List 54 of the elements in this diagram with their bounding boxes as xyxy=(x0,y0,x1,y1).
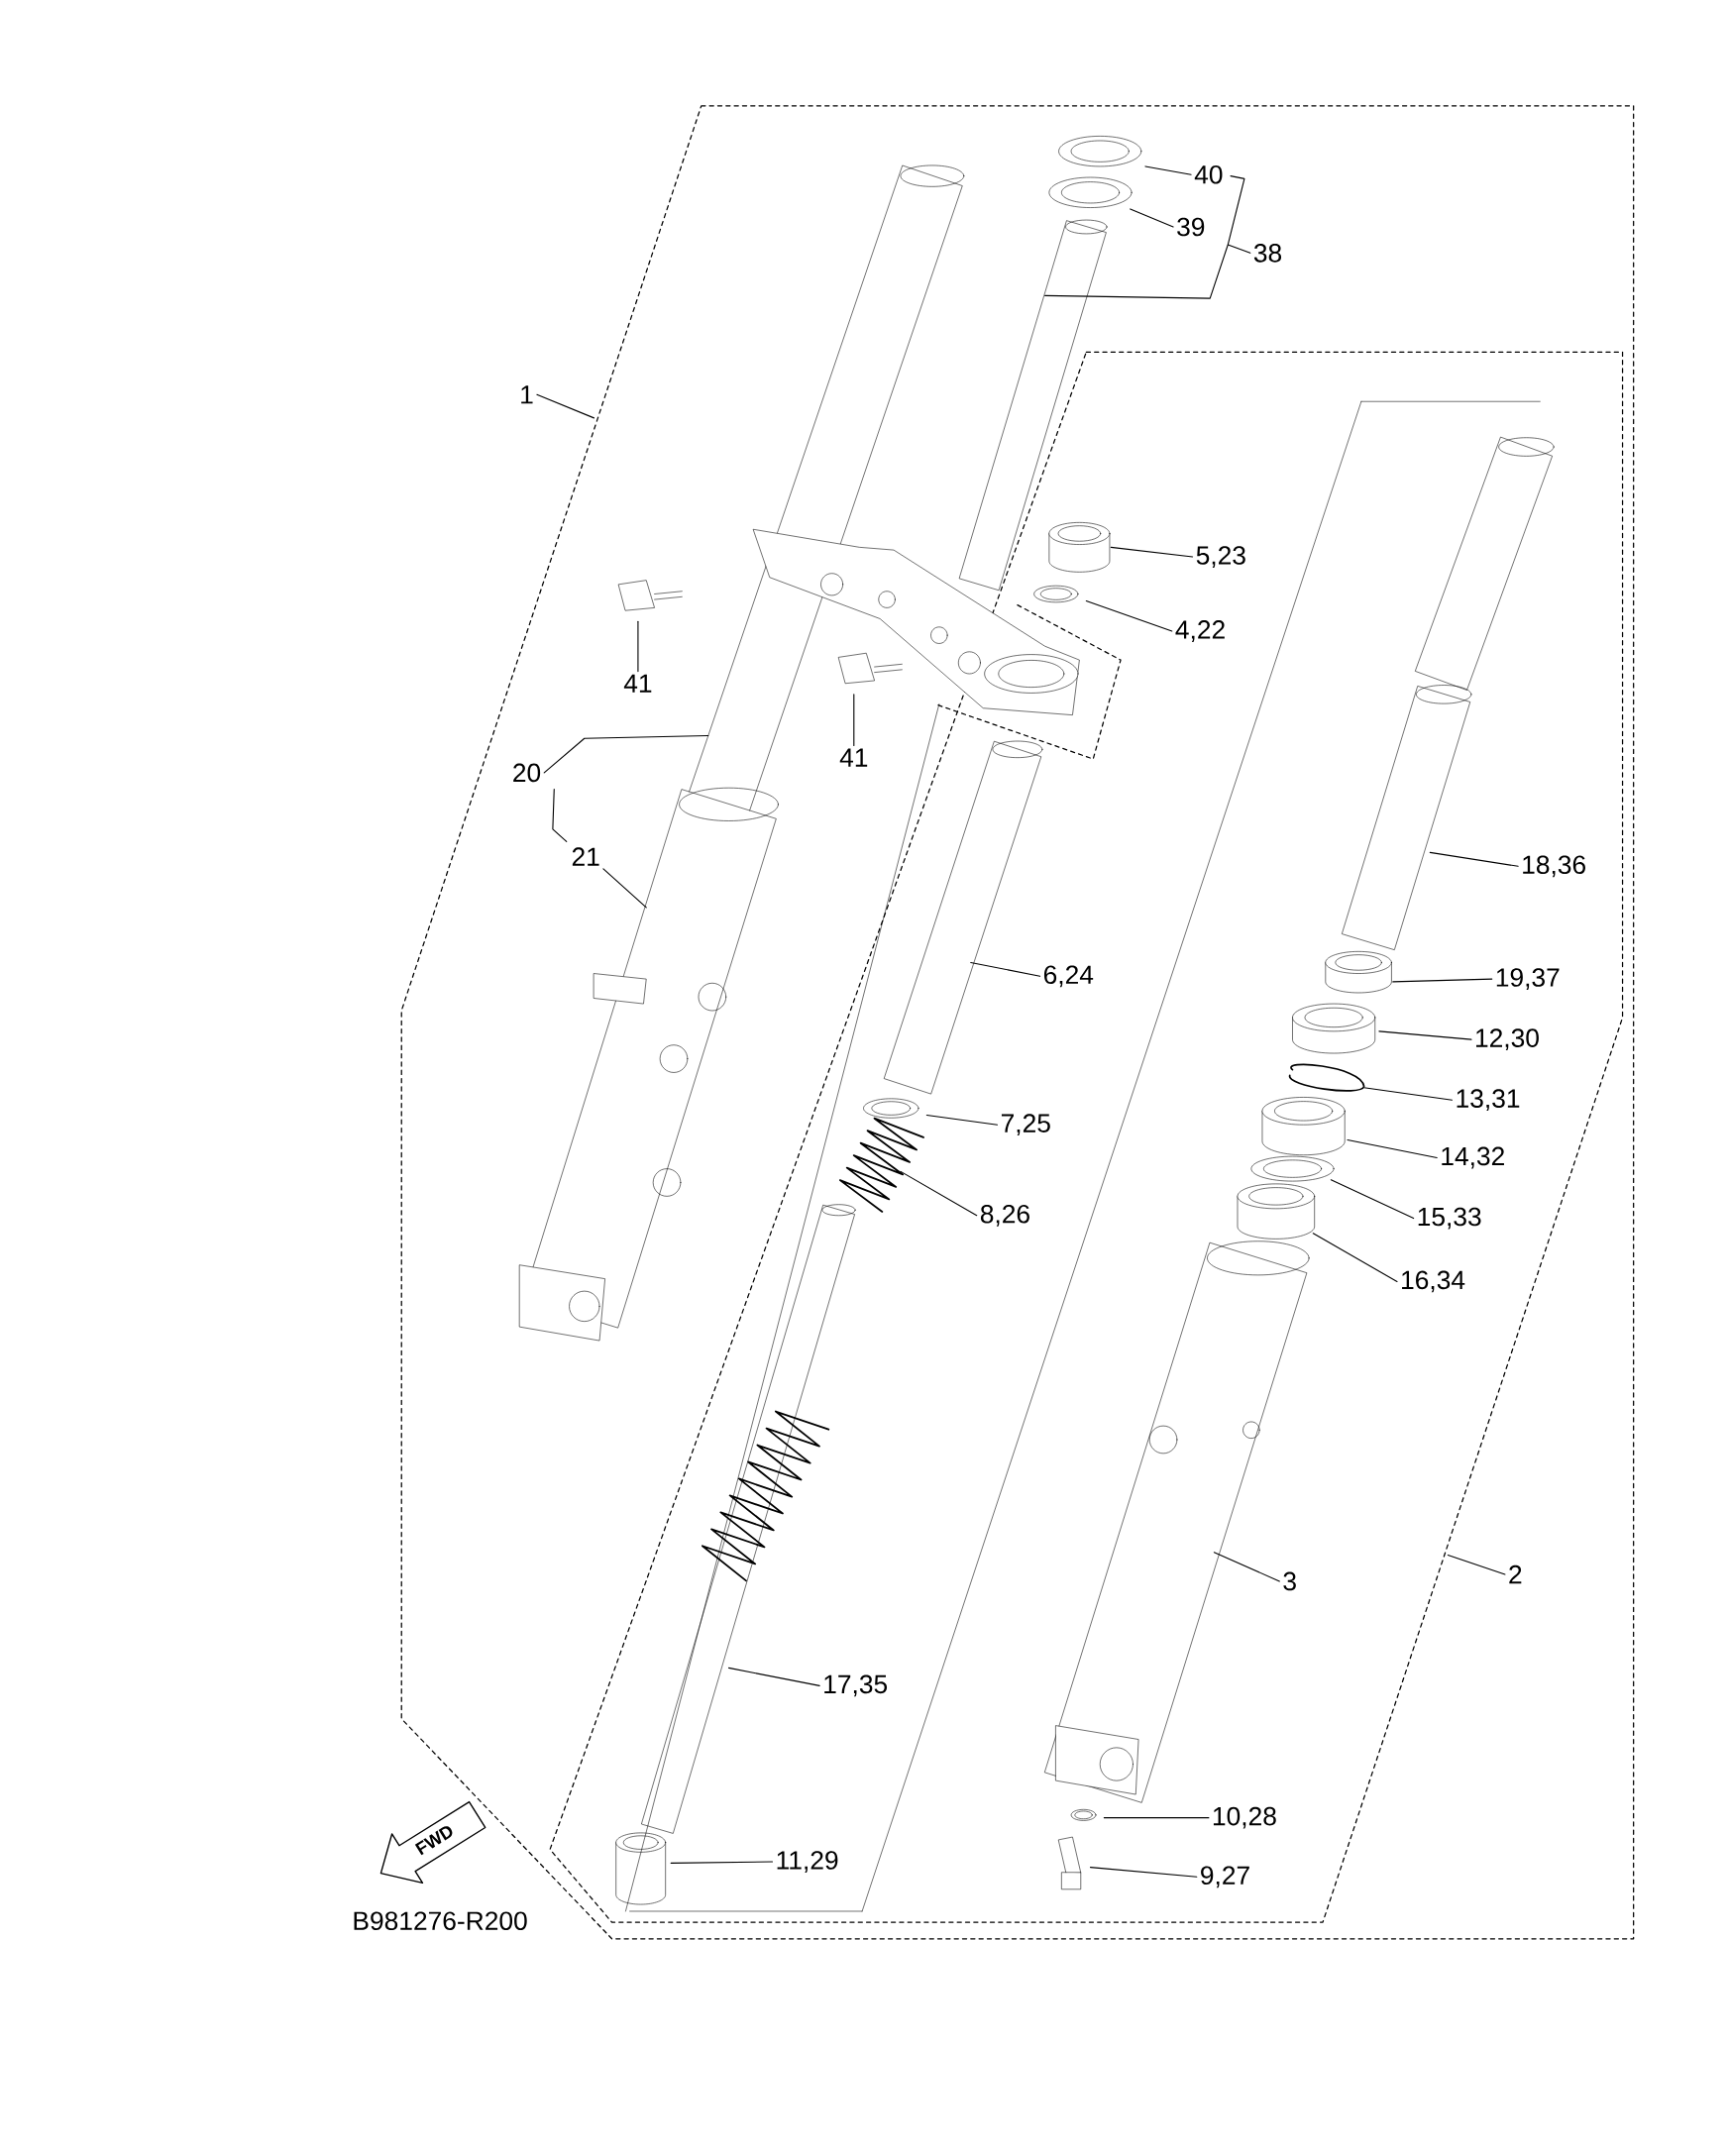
callout-number: 10,28 xyxy=(1213,1806,1276,1829)
callout-number: 41 xyxy=(623,674,652,693)
leader-line xyxy=(1347,1138,1438,1159)
callout-number: 20 xyxy=(513,763,540,783)
leader-line xyxy=(1110,546,1193,558)
callout-number: 6,24 xyxy=(1043,965,1093,988)
leader-line xyxy=(1213,1552,1280,1582)
leader-line xyxy=(1130,208,1174,228)
leader-line xyxy=(1330,1179,1415,1220)
callout-number: 15,33 xyxy=(1418,1207,1481,1230)
leader-line xyxy=(637,620,639,673)
leader-line xyxy=(970,961,1040,977)
leader-line xyxy=(925,1114,998,1126)
drawing-code: B981276-R200 xyxy=(354,1911,527,1931)
leader-line xyxy=(1089,1867,1198,1878)
leader-line xyxy=(1144,165,1192,175)
callout-number: 14,32 xyxy=(1442,1146,1504,1169)
callout-number: 13,31 xyxy=(1457,1089,1520,1112)
callout-number: 11,29 xyxy=(777,1851,838,1873)
callout-number: 5,23 xyxy=(1196,546,1245,568)
leader-line xyxy=(1362,1087,1453,1101)
leader-line xyxy=(1043,175,1251,299)
callout-number: 40 xyxy=(1194,164,1223,184)
leader-line xyxy=(853,694,855,747)
leader-line xyxy=(727,1667,820,1686)
callout-number: 3 xyxy=(1283,1571,1296,1591)
leader-line xyxy=(1312,1233,1398,1282)
leader-line xyxy=(536,393,594,419)
leader-line xyxy=(1085,599,1173,632)
callout-number: 9,27 xyxy=(1200,1866,1249,1888)
callout-number: 8,26 xyxy=(980,1204,1029,1227)
leader-line xyxy=(602,868,647,909)
callout-number: 12,30 xyxy=(1475,1028,1539,1051)
callout-number: 2 xyxy=(1509,1564,1522,1584)
leader-line xyxy=(1103,1817,1210,1819)
leader-line xyxy=(900,1170,978,1217)
callout-number: 4,22 xyxy=(1175,620,1225,642)
callout-number: 41 xyxy=(839,748,867,767)
leader-line xyxy=(543,734,709,842)
callout-number: 18,36 xyxy=(1523,855,1585,878)
leader-line xyxy=(1378,1030,1472,1040)
arrow-label: FWD xyxy=(414,1826,453,1856)
callout-number: 39 xyxy=(1176,217,1204,237)
leader-line xyxy=(1429,851,1519,867)
callout-number: 1 xyxy=(521,385,533,404)
callout-number: 38 xyxy=(1253,244,1281,263)
callout-number: 21 xyxy=(572,847,599,866)
leader-line xyxy=(1392,978,1493,983)
callout-number: 16,34 xyxy=(1401,1270,1465,1293)
callout-number: 19,37 xyxy=(1496,968,1560,990)
leader-line xyxy=(670,1861,773,1864)
leader-line xyxy=(1447,1555,1506,1575)
callout-number: 17,35 xyxy=(824,1674,887,1697)
callout-number: 7,25 xyxy=(1001,1114,1050,1136)
